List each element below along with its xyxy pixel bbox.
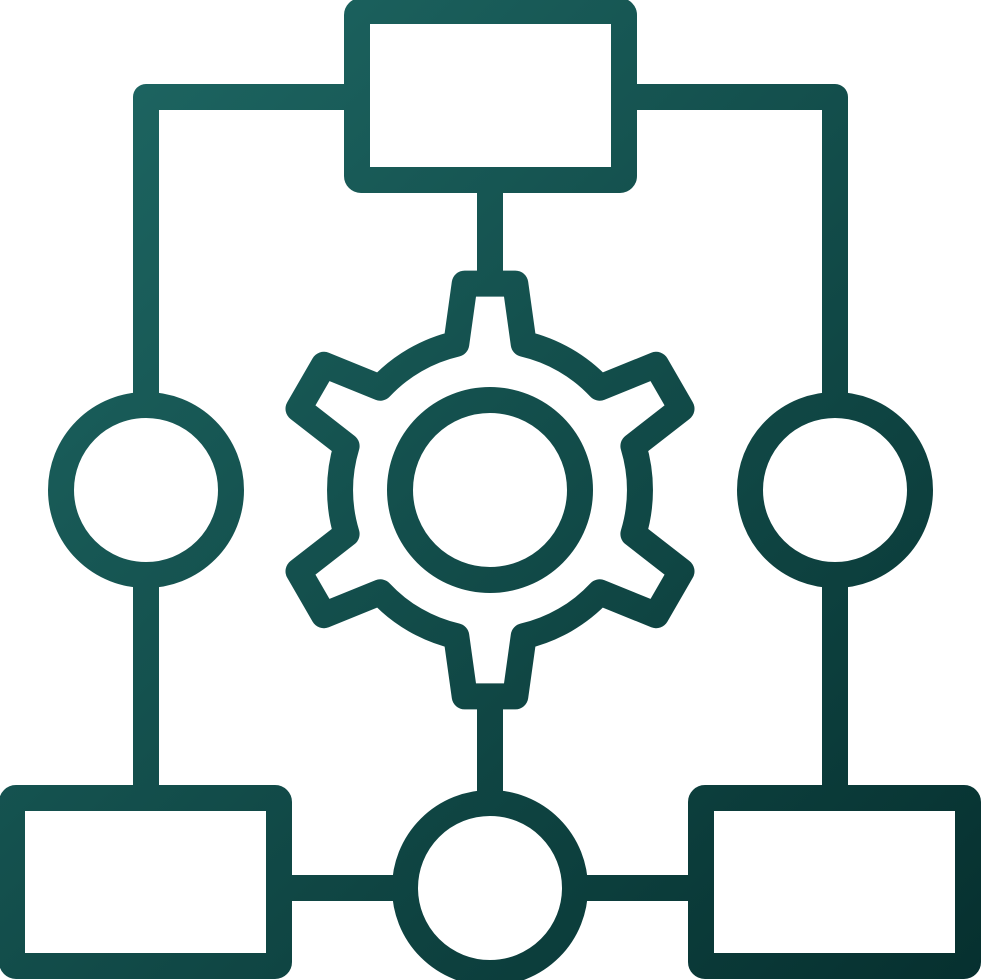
gear-icon (285, 270, 695, 710)
top-box (344, 0, 637, 193)
bottom-circle (392, 790, 588, 980)
bottom-left-box (0, 785, 292, 979)
connector-top-right (611, 84, 848, 416)
connector-top-left (133, 84, 370, 416)
gear-hub-circle (387, 387, 593, 593)
right-circle (737, 392, 933, 588)
bottom-right-box (688, 785, 981, 979)
left-circle (48, 392, 244, 588)
